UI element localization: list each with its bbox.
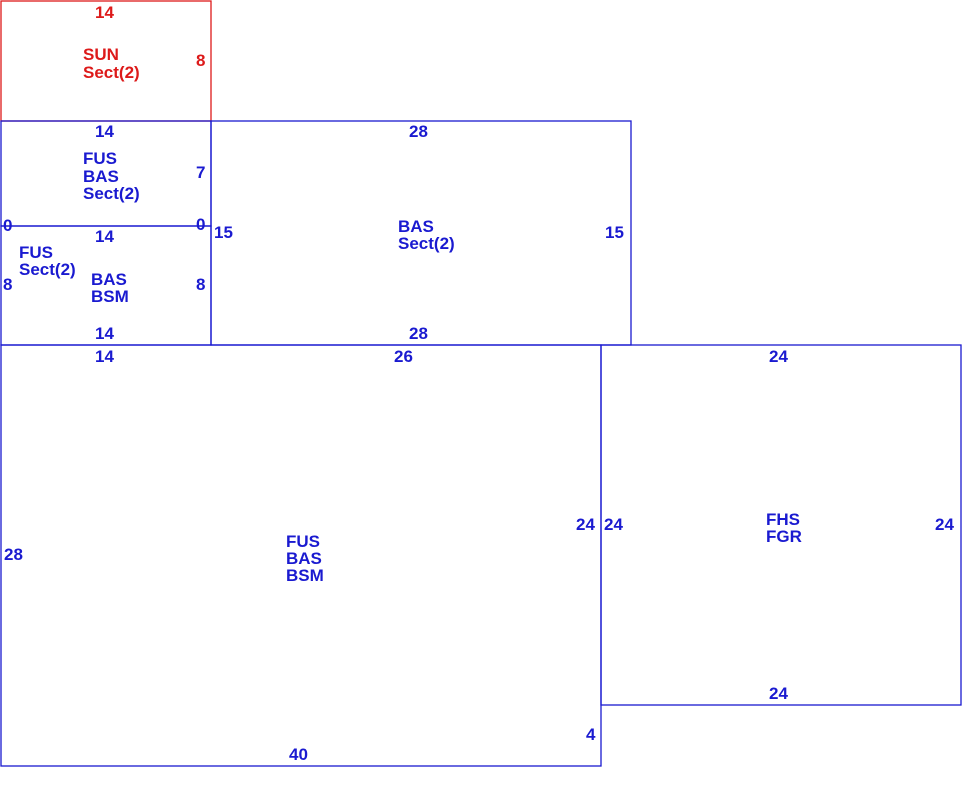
sun-dim-right: 8 — [196, 51, 205, 70]
sun-label-line-1: SUN — [83, 45, 119, 64]
fhs-fgr-label-line-2: FGR — [766, 527, 802, 546]
sun-dim-top: 14 — [95, 3, 114, 22]
bas-sect-dim-left: 15 — [214, 223, 233, 242]
bas-sect-label-line-1: BAS — [398, 217, 434, 236]
fus-small-label-line-2: Sect(2) — [19, 260, 76, 279]
main-dim-right-lower: 4 — [586, 725, 596, 744]
main-dim-left: 28 — [4, 545, 23, 564]
area-bas-bsm-small: FUS Sect(2) 14 BAS BSM 8 8 14 — [0, 225, 212, 346]
fus-bas-upper-dim-right: 7 — [196, 163, 205, 182]
bas-sect-dim-bottom: 28 — [409, 324, 428, 343]
main-label-line-2: BAS — [286, 549, 322, 568]
area-fus-bas-upper: 14 FUS BAS Sect(2) 7 0 0 — [0, 120, 212, 235]
fus-bas-upper-dim-bottom-right: 0 — [196, 215, 205, 234]
fhs-fgr-dim-bottom: 24 — [769, 684, 788, 703]
main-dim-right: 24 — [576, 515, 595, 534]
bas-bsm-small-dim-bottom: 14 — [95, 324, 114, 343]
area-fhs-fgr-outline — [600, 344, 962, 706]
main-dim-top-left: 14 — [95, 347, 114, 366]
fus-bas-upper-dim-top: 14 — [95, 122, 114, 141]
fus-bas-upper-label-line-1: FUS — [83, 149, 117, 168]
bas-bsm-small-dim-left: 8 — [3, 275, 12, 294]
area-sun: 14 SUN Sect(2) 8 — [0, 0, 212, 122]
bas-bsm-small-dim-right: 8 — [196, 275, 205, 294]
fhs-fgr-dim-right: 24 — [935, 515, 954, 534]
fhs-fgr-dim-left: 24 — [604, 515, 623, 534]
main-dim-bottom: 40 — [289, 745, 308, 764]
main-dim-top: 26 — [394, 347, 413, 366]
bas-sect-label-line-2: Sect(2) — [398, 234, 455, 253]
area-fus-bas-bsm-main: 14 26 28 FUS BAS BSM 24 4 40 — [0, 344, 602, 767]
fus-bas-upper-label-line-3: Sect(2) — [83, 184, 140, 203]
fus-bas-upper-label-line-2: BAS — [83, 167, 119, 186]
fhs-fgr-dim-top: 24 — [769, 347, 788, 366]
bas-bsm-small-label-line-1: BAS — [91, 270, 127, 289]
main-label-line-1: FUS — [286, 532, 320, 551]
bas-bsm-small-dim-top: 14 — [95, 227, 114, 246]
bas-sect-dim-top: 28 — [409, 122, 428, 141]
fus-small-label-line-1: FUS — [19, 243, 53, 262]
main-label-line-3: BSM — [286, 566, 324, 585]
area-bas-sect: 28 15 BAS Sect(2) 15 28 — [210, 120, 632, 346]
fhs-fgr-label-line-1: FHS — [766, 510, 800, 529]
bas-bsm-small-label-line-2: BSM — [91, 287, 129, 306]
sun-label-line-2: Sect(2) — [83, 63, 140, 82]
bas-sect-dim-right: 15 — [605, 223, 624, 242]
area-fhs-fgr: 24 24 FHS FGR 24 24 — [600, 344, 962, 706]
